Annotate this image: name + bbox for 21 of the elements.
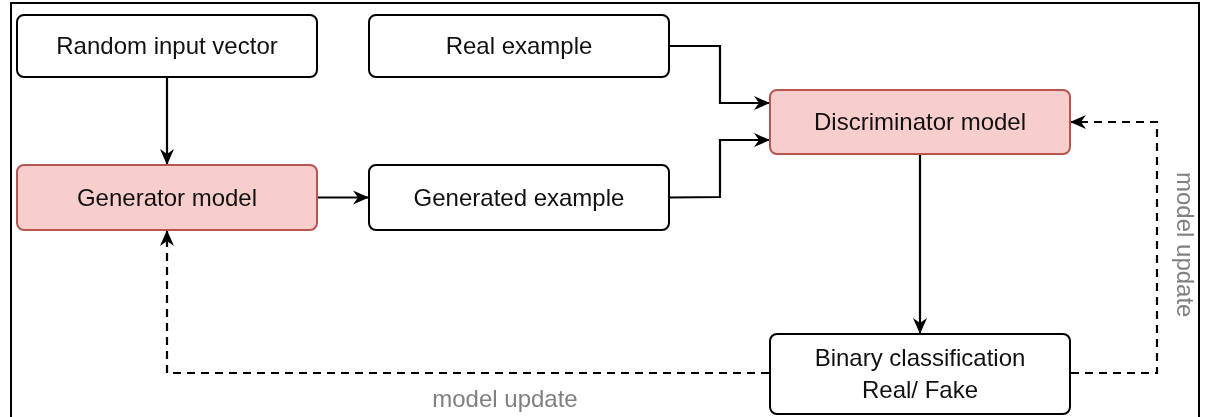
edge-label: model update [431, 384, 579, 414]
model-box [769, 89, 1071, 155]
model-box [16, 164, 318, 231]
arrow [670, 133, 770, 199]
node-label: Binary classification Real/ Fake [813, 343, 1027, 405]
node-label: Discriminator model [813, 107, 1027, 137]
arrow [318, 190, 369, 205]
node-label: Generated example [413, 182, 625, 213]
node-label: Real example [445, 31, 593, 61]
process-box [769, 333, 1071, 415]
process-box [16, 14, 318, 78]
edge-label: model update [1171, 171, 1200, 320]
node-label: Random input vector [56, 31, 278, 61]
process-box [368, 14, 670, 78]
arrow [913, 155, 927, 334]
process-box [368, 164, 670, 231]
dashed-arrow [160, 230, 769, 375]
node-label: Generator model [76, 182, 258, 213]
arrow [670, 44, 770, 110]
dashed-arrow [1070, 115, 1159, 375]
arrow [160, 78, 174, 165]
